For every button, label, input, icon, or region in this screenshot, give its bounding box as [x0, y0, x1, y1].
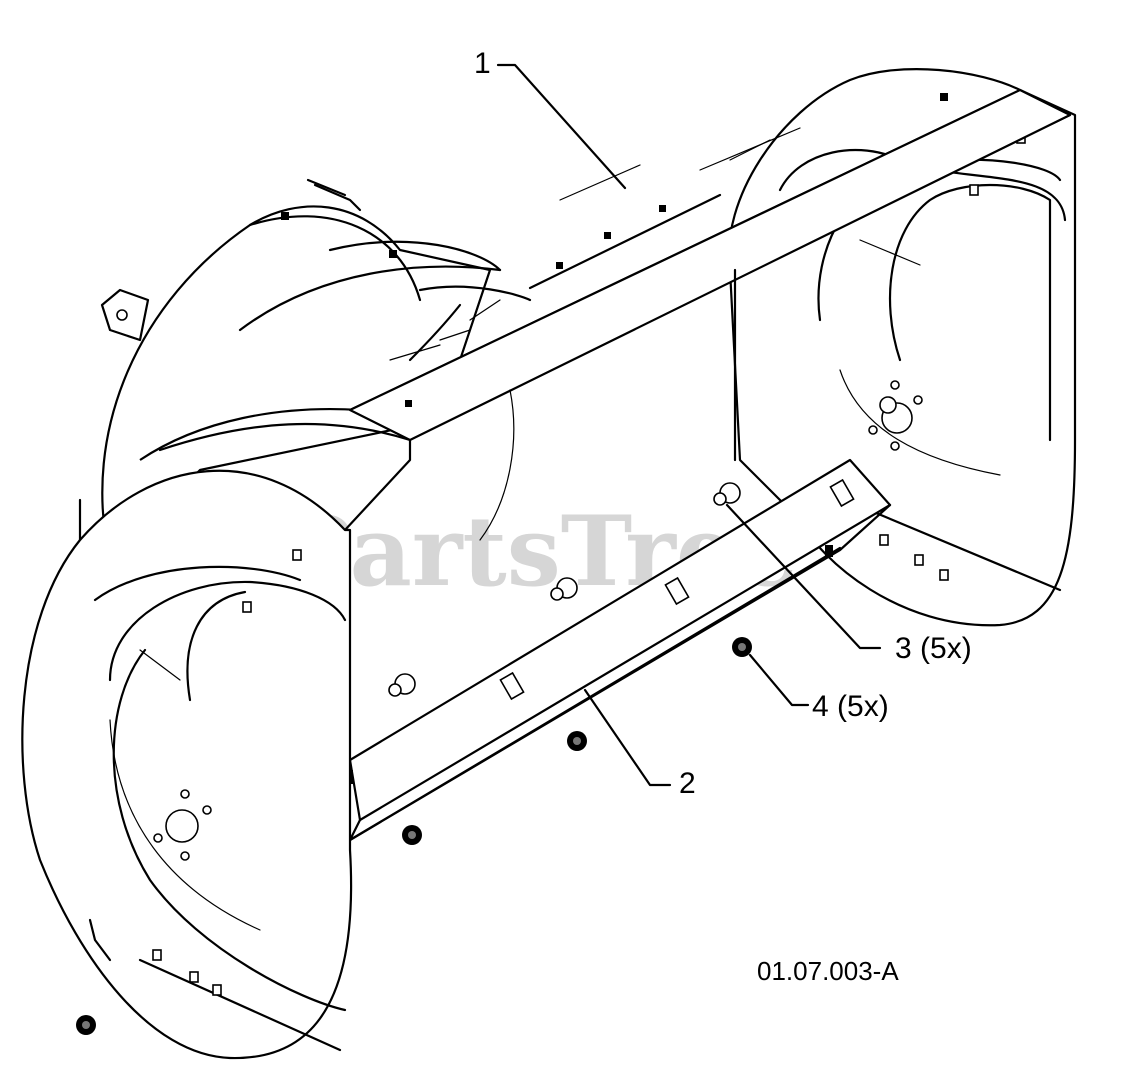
hex-nuts: [76, 637, 752, 1035]
callout-1-label: 1: [474, 47, 491, 80]
callout-3-label: 3 (5x): [895, 632, 972, 665]
callout-4-label: 4 (5x): [812, 690, 889, 723]
leader-lines: [496, 63, 882, 787]
carriage-bolts: [388, 482, 741, 697]
rear-chute-ring: [78, 178, 502, 562]
left-housing-drum: [21, 469, 353, 1060]
top-beam: [139, 88, 1072, 542]
drawing-code: 01.07.003-A: [757, 956, 899, 986]
callout-2-label: 2: [679, 767, 696, 800]
